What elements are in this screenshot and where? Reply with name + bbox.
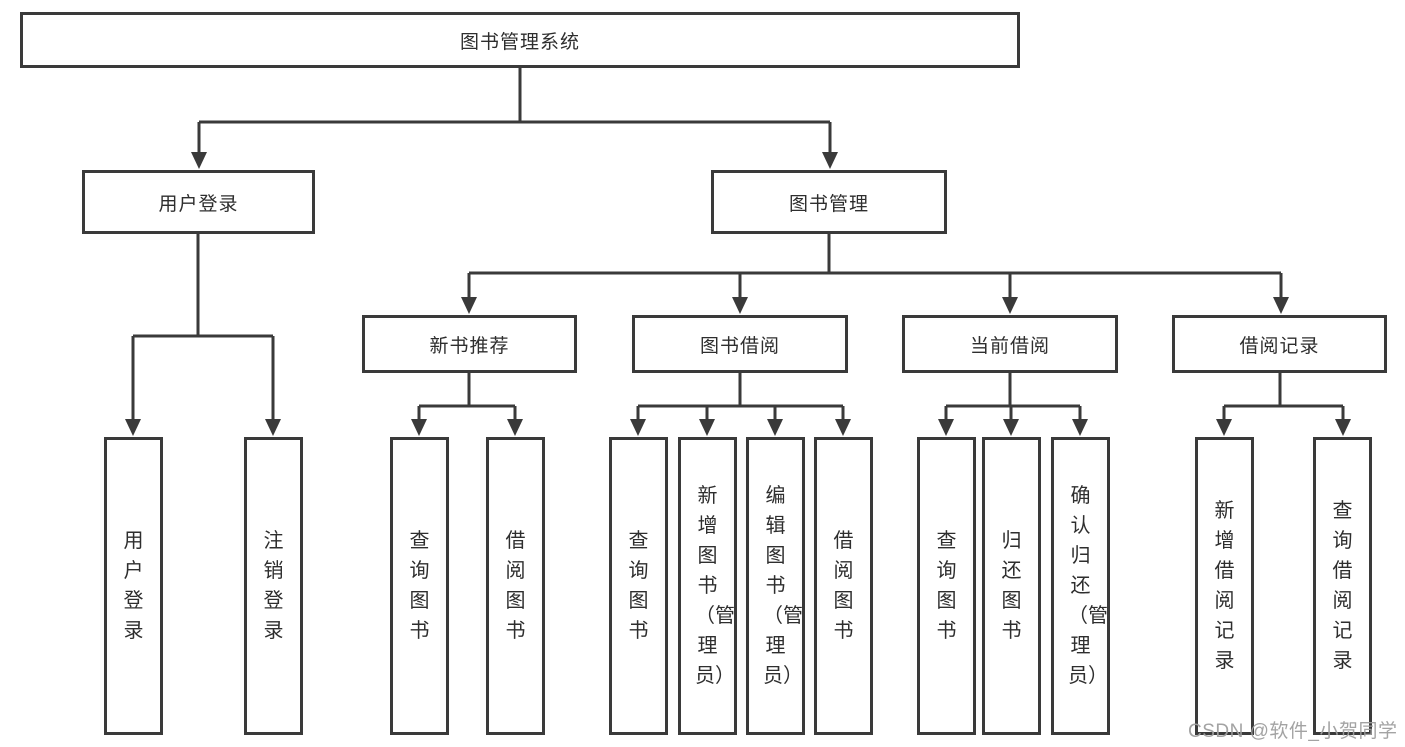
arrow-down-icon	[732, 297, 748, 314]
node-label: 新增图书（管理员）	[695, 485, 735, 687]
leaf-user-login: 用户登录	[104, 437, 163, 735]
leaf-query-borrow-record: 查询借阅记录	[1313, 437, 1372, 735]
arrow-down-icon	[767, 419, 783, 436]
node-label: 查询借阅记录	[1332, 500, 1353, 672]
node-label: 归还图书	[1001, 530, 1022, 642]
node-new-book-recommendation: 新书推荐	[362, 315, 577, 373]
connector-user-login-branch	[131, 234, 275, 424]
node-current-borrowing: 当前借阅	[902, 315, 1118, 373]
node-label: 用户登录	[158, 193, 239, 215]
arrow-down-icon	[265, 419, 281, 436]
node-label: 图书管理	[788, 193, 869, 215]
arrow-down-icon	[507, 419, 523, 436]
node-label: 注销登录	[263, 530, 284, 642]
arrow-down-icon	[938, 419, 954, 436]
node-label: 借阅图书	[505, 530, 526, 642]
leaf-confirm-return-admin: 确认归还（管理员）	[1051, 437, 1110, 735]
leaf-query-books-recommend: 查询图书	[390, 437, 449, 735]
node-label: 借阅图书	[833, 530, 854, 642]
leaf-logout: 注销登录	[244, 437, 303, 735]
arrow-down-icon	[461, 297, 477, 314]
arrow-down-icon	[1216, 419, 1232, 436]
connector-current-borrowing-branch	[944, 373, 1082, 424]
node-borrowing-records: 借阅记录	[1172, 315, 1387, 373]
connector-new-book-branch	[417, 373, 517, 424]
node-label: 借阅记录	[1239, 335, 1320, 357]
arrow-down-icon	[835, 419, 851, 436]
node-label: 查询图书	[409, 530, 430, 642]
node-label: 新书推荐	[429, 335, 510, 357]
arrow-down-icon	[699, 419, 715, 436]
leaf-add-book-admin: 新增图书（管理员）	[678, 437, 737, 735]
node-label: 查询图书	[936, 530, 957, 642]
node-book-management: 图书管理	[711, 170, 947, 234]
arrow-down-icon	[1003, 419, 1019, 436]
node-label: 图书管理系统	[459, 31, 580, 53]
connector-book-borrowing-branch	[636, 373, 845, 424]
arrowheads	[125, 152, 1351, 436]
node-library-management-system: 图书管理系统	[20, 12, 1020, 68]
leaf-borrow-books-borrowing: 借阅图书	[814, 437, 873, 735]
leaf-query-books-current: 查询图书	[917, 437, 976, 735]
leaf-return-book: 归还图书	[982, 437, 1041, 735]
arrow-down-icon	[1273, 297, 1289, 314]
arrow-down-icon	[1072, 419, 1088, 436]
arrow-down-icon	[1002, 297, 1018, 314]
leaf-add-borrow-record: 新增借阅记录	[1195, 437, 1254, 735]
arrow-down-icon	[125, 419, 141, 436]
arrow-down-icon	[411, 419, 427, 436]
node-label: 确认归还（管理员）	[1068, 485, 1108, 687]
arrow-down-icon	[822, 152, 838, 169]
connector-book-management-branch	[467, 234, 1283, 302]
leaf-borrow-books-recommend: 借阅图书	[486, 437, 545, 735]
arrow-down-icon	[191, 152, 207, 169]
node-label: 查询图书	[628, 530, 649, 642]
connector-borrowing-records-branch	[1222, 373, 1345, 424]
connector-root-stem	[197, 67, 832, 157]
arrow-down-icon	[1335, 419, 1351, 436]
node-label: 编辑图书（管理员）	[763, 485, 803, 687]
node-label: 用户登录	[123, 530, 144, 642]
node-label: 新增借阅记录	[1214, 500, 1235, 672]
arrow-down-icon	[630, 419, 646, 436]
leaf-query-books-borrowing: 查询图书	[609, 437, 668, 735]
csdn-watermark: CSDN @软件_小贺同学	[1188, 721, 1398, 742]
node-label: 当前借阅	[969, 335, 1050, 357]
node-label: 图书借阅	[699, 335, 780, 357]
node-user-login: 用户登录	[82, 170, 315, 234]
leaf-edit-book-admin: 编辑图书（管理员）	[746, 437, 805, 735]
node-book-borrowing: 图书借阅	[632, 315, 848, 373]
